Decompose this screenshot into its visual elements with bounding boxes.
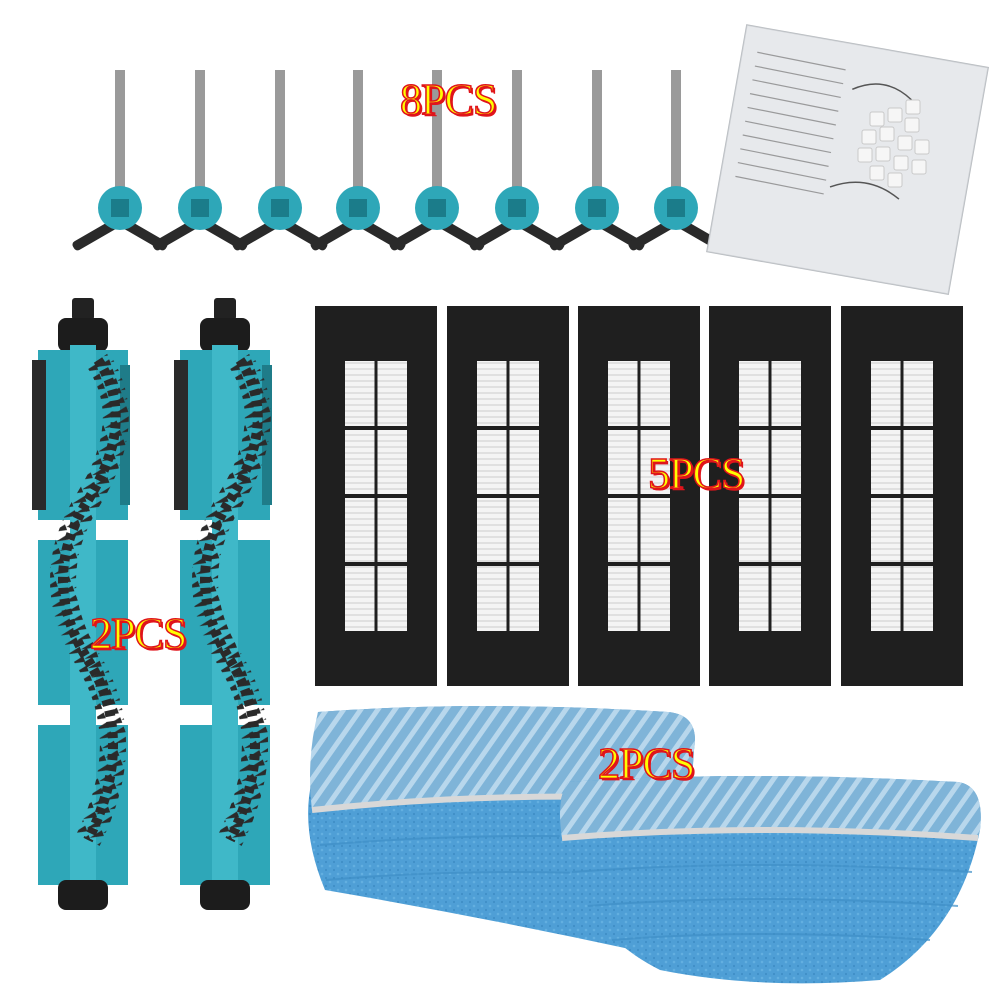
main-brush [32,298,130,910]
mop-pads [308,706,981,984]
side-brush [469,70,565,251]
side-brush [389,70,485,251]
hepa-filter [315,306,437,686]
mop-pad-quantity-label: 2PCS [597,739,696,788]
side-brush [310,70,406,251]
hepa-filter [709,306,831,686]
side-brush [72,70,168,251]
hepa-filter [841,306,963,686]
main-brush [174,298,272,910]
foam-plug-packet [706,24,990,295]
filter-quantity-label: 5PCS [647,449,746,498]
side-brushes [72,70,724,251]
main-brush-quantity-label: 2PCS [89,609,188,658]
side-brush [152,70,248,251]
main-brushes [32,298,272,910]
side-brush [628,70,724,251]
hepa-filters [315,306,963,686]
side-brush [232,70,328,251]
hepa-filter [578,306,700,686]
hepa-filter [447,306,569,686]
side-brush [549,70,645,251]
side-brush-quantity-label: 8PCS [399,75,498,124]
mop-pad [559,776,981,984]
